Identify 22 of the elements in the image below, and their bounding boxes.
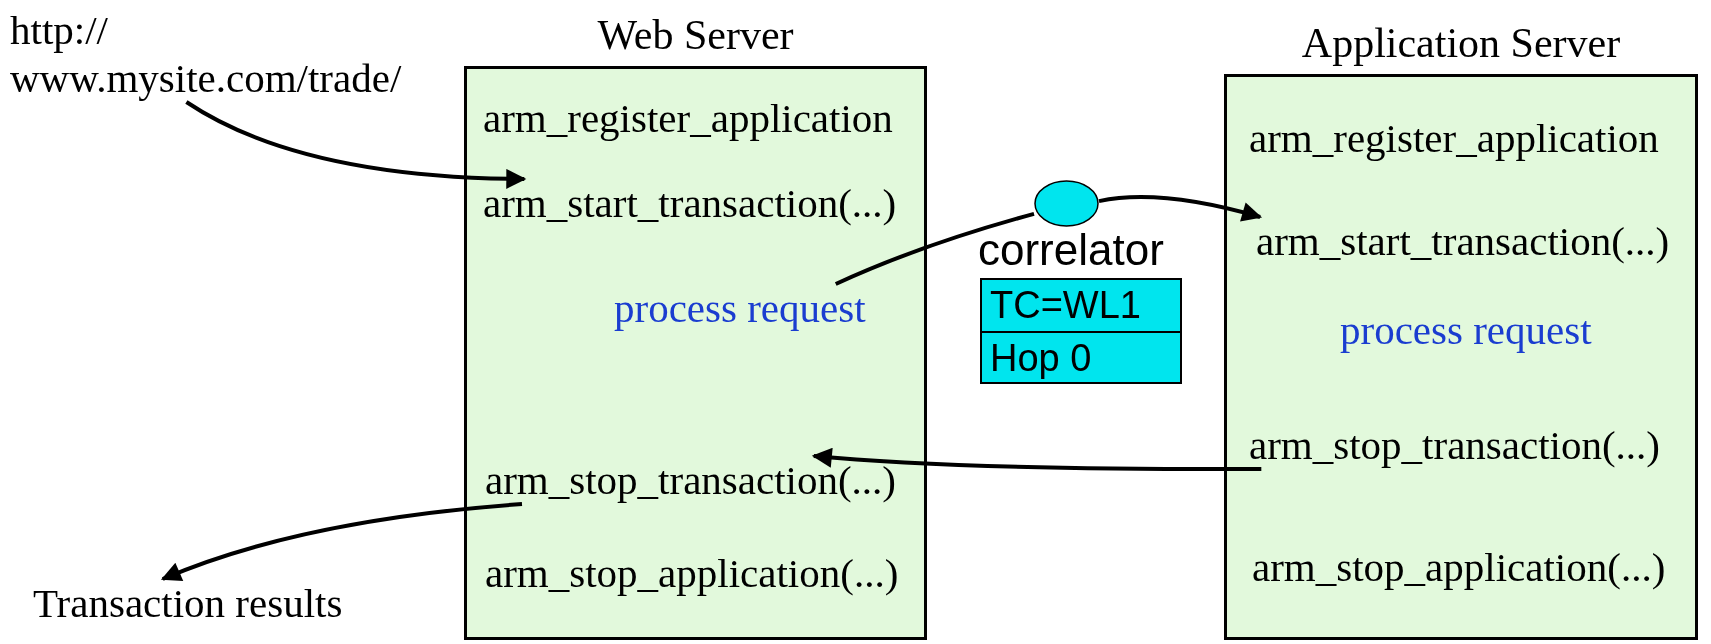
server-title: Application Server [1300,19,1622,67]
function-call-text: arm_stop_transaction(...) [1249,421,1661,469]
table-cell: Hop 0 [982,331,1180,382]
server-title: Web Server [596,11,795,59]
function-call-text: arm_start_transaction(...) [1256,217,1670,265]
function-call-text: arm_stop_transaction(...) [485,456,897,504]
url-text: http:// www.mysite.com/trade/ [10,6,403,102]
process-text: process request [1340,306,1592,354]
correlator-label: correlator [978,226,1164,274]
result-text: Transaction results [33,579,343,627]
correlator-table [980,278,1182,384]
table-cell-text: TC=WL1 [989,283,1142,328]
arrow [1098,195,1263,222]
arrow [160,502,523,582]
function-call-text: arm_register_application [483,94,893,142]
arrow [185,100,527,189]
function-call-text: arm_start_transaction(...) [483,179,897,227]
process-text: process request [614,284,866,332]
function-call-text: arm_stop_application(...) [1252,543,1666,591]
arrow [811,447,1262,472]
function-call-text: arm_register_application [1249,114,1659,162]
function-call-text: arm_stop_application(...) [485,549,899,597]
